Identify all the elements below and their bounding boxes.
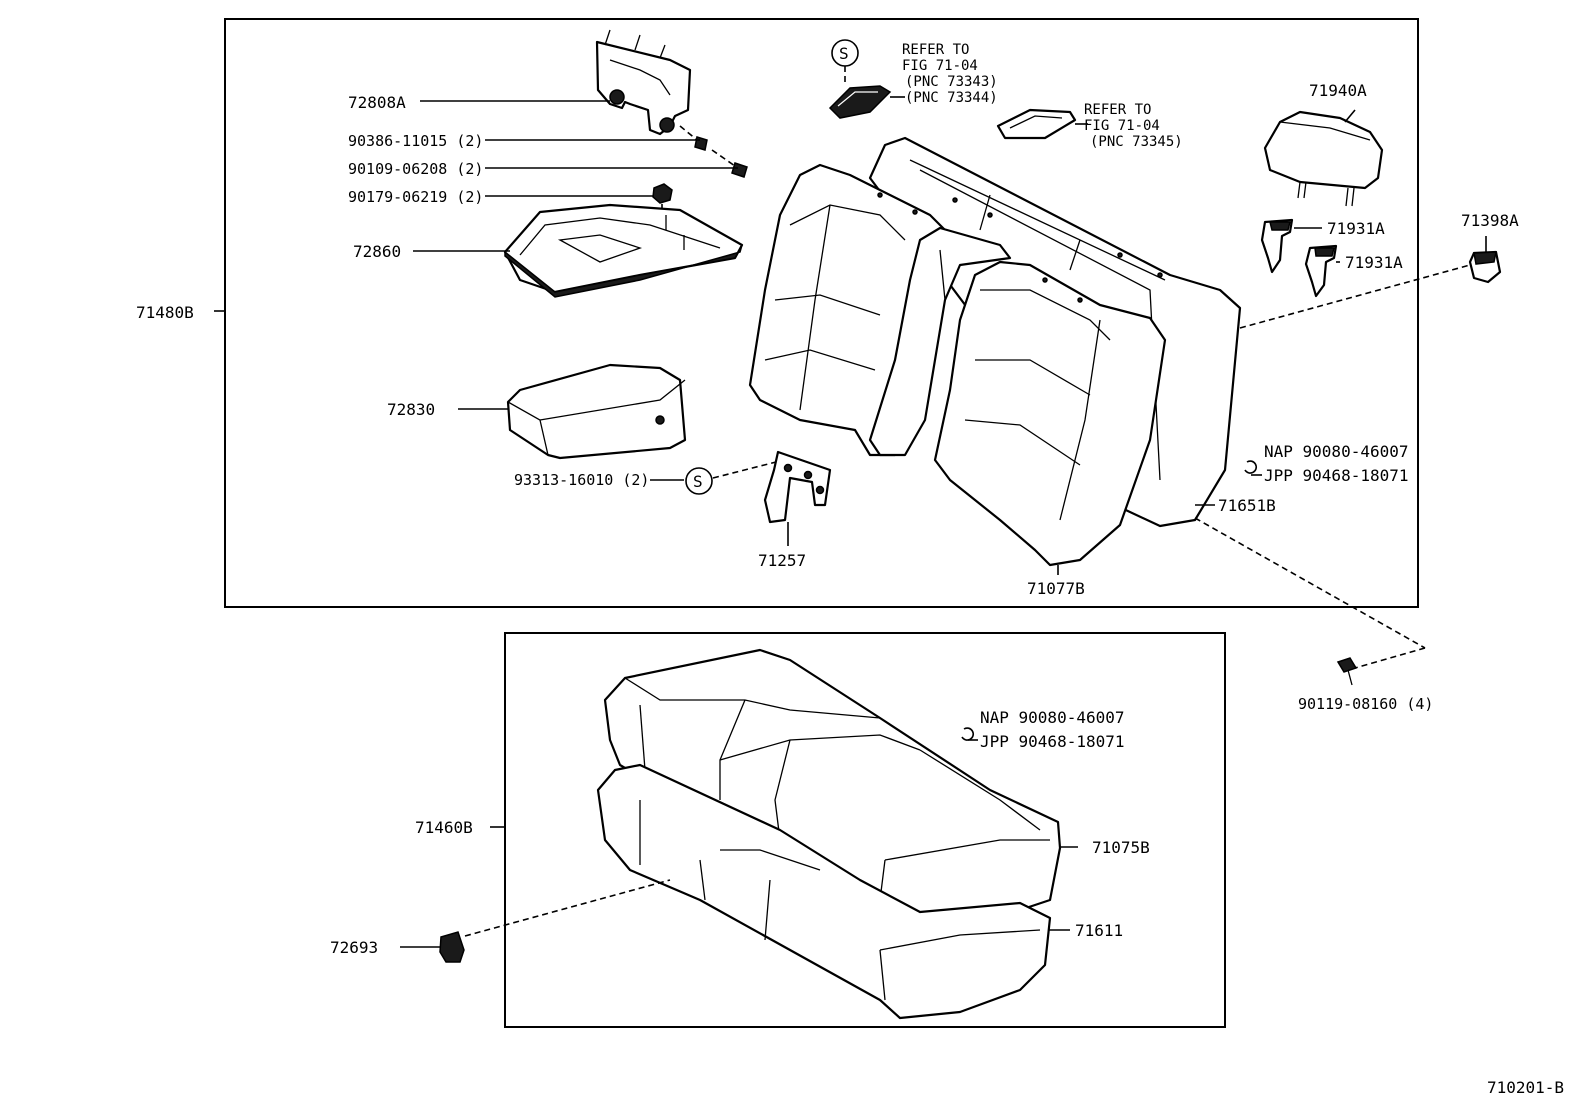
refer1-line3: (PNC 73343) [905, 74, 998, 90]
part-72808A-bracket [595, 29, 692, 136]
label-71460B[interactable]: 71460B [415, 818, 473, 837]
label-93313-16010[interactable]: 93313-16010 (2) [514, 471, 649, 489]
label-71931A-1[interactable]: 71931A [1327, 219, 1385, 238]
label-71651B[interactable]: 71651B [1218, 496, 1276, 515]
part-71940A-headrest [1263, 110, 1384, 207]
label-72860[interactable]: 72860 [353, 242, 401, 261]
label-71480B[interactable]: 71480B [136, 303, 194, 322]
s-marker-top: S [831, 39, 859, 67]
s-marker-top-text: S [839, 44, 849, 63]
label-90179-06219[interactable]: 90179-06219 (2) [348, 188, 483, 206]
refer-block-1: REFER TO FIG 71-04 (PNC 73343) (PNC 7334… [902, 42, 998, 106]
part-bezel-73343 [828, 85, 892, 119]
label-71398A[interactable]: 71398A [1461, 211, 1519, 230]
s-marker-text: S [693, 472, 703, 491]
part-71931A-support-1 [1260, 218, 1294, 274]
label-71075B[interactable]: 71075B [1092, 838, 1150, 857]
label-90109-06208[interactable]: 90109-06208 (2) [348, 160, 483, 178]
part-hog-ring-upper [1244, 460, 1258, 474]
label-72808A[interactable]: 72808A [348, 93, 406, 112]
part-72830-cushion [506, 363, 687, 460]
refer2-line3: (PNC 73345) [1090, 134, 1183, 150]
upper-group-frame [224, 18, 1419, 608]
figure-code: 710201-B [1487, 1078, 1564, 1097]
label-jpp-upper[interactable]: JPP 90468-18071 [1264, 466, 1409, 485]
part-71398A-clip [1468, 250, 1502, 284]
part-cover-73345 [996, 108, 1077, 140]
part-72693-clip [439, 931, 465, 963]
refer2-line2: FIG 71-04 [1084, 118, 1160, 134]
part-71611-seat-frame [596, 763, 1052, 1020]
part-seatback-assembly [748, 136, 1242, 567]
refer1-line2: FIG 71-04 [902, 58, 978, 74]
label-72693[interactable]: 72693 [330, 938, 378, 957]
part-hog-ring-lower [961, 727, 975, 741]
label-72830[interactable]: 72830 [387, 400, 435, 419]
label-90119-08160[interactable]: 90119-08160 (4) [1298, 695, 1433, 713]
label-71940A[interactable]: 71940A [1309, 81, 1367, 100]
part-71257-hinge [763, 450, 832, 524]
lower-group-frame [504, 632, 1226, 1028]
label-71077B[interactable]: 71077B [1027, 579, 1085, 598]
refer1-line4: (PNC 73344) [905, 90, 998, 106]
refer-block-2: REFER TO FIG 71-04 (PNC 73345) [1084, 102, 1183, 150]
label-90386-11015[interactable]: 90386-11015 (2) [348, 132, 483, 150]
part-90386-bolt [679, 125, 708, 151]
refer1-line1: REFER TO [902, 42, 969, 58]
label-71611[interactable]: 71611 [1075, 921, 1123, 940]
part-71931A-support-2 [1304, 244, 1338, 298]
part-90119-bolt [1336, 657, 1358, 686]
part-90109-bolt [711, 149, 748, 178]
part-72860-plate [503, 203, 744, 298]
label-71257[interactable]: 71257 [758, 551, 806, 570]
s-marker-lower-left: S [685, 467, 713, 495]
label-nap-lower[interactable]: NAP 90080-46007 [980, 708, 1125, 727]
label-nap-upper[interactable]: NAP 90080-46007 [1264, 442, 1409, 461]
label-71931A-2[interactable]: 71931A [1345, 253, 1403, 272]
label-jpp-lower[interactable]: JPP 90468-18071 [980, 732, 1125, 751]
refer2-line1: REFER TO [1084, 102, 1151, 118]
